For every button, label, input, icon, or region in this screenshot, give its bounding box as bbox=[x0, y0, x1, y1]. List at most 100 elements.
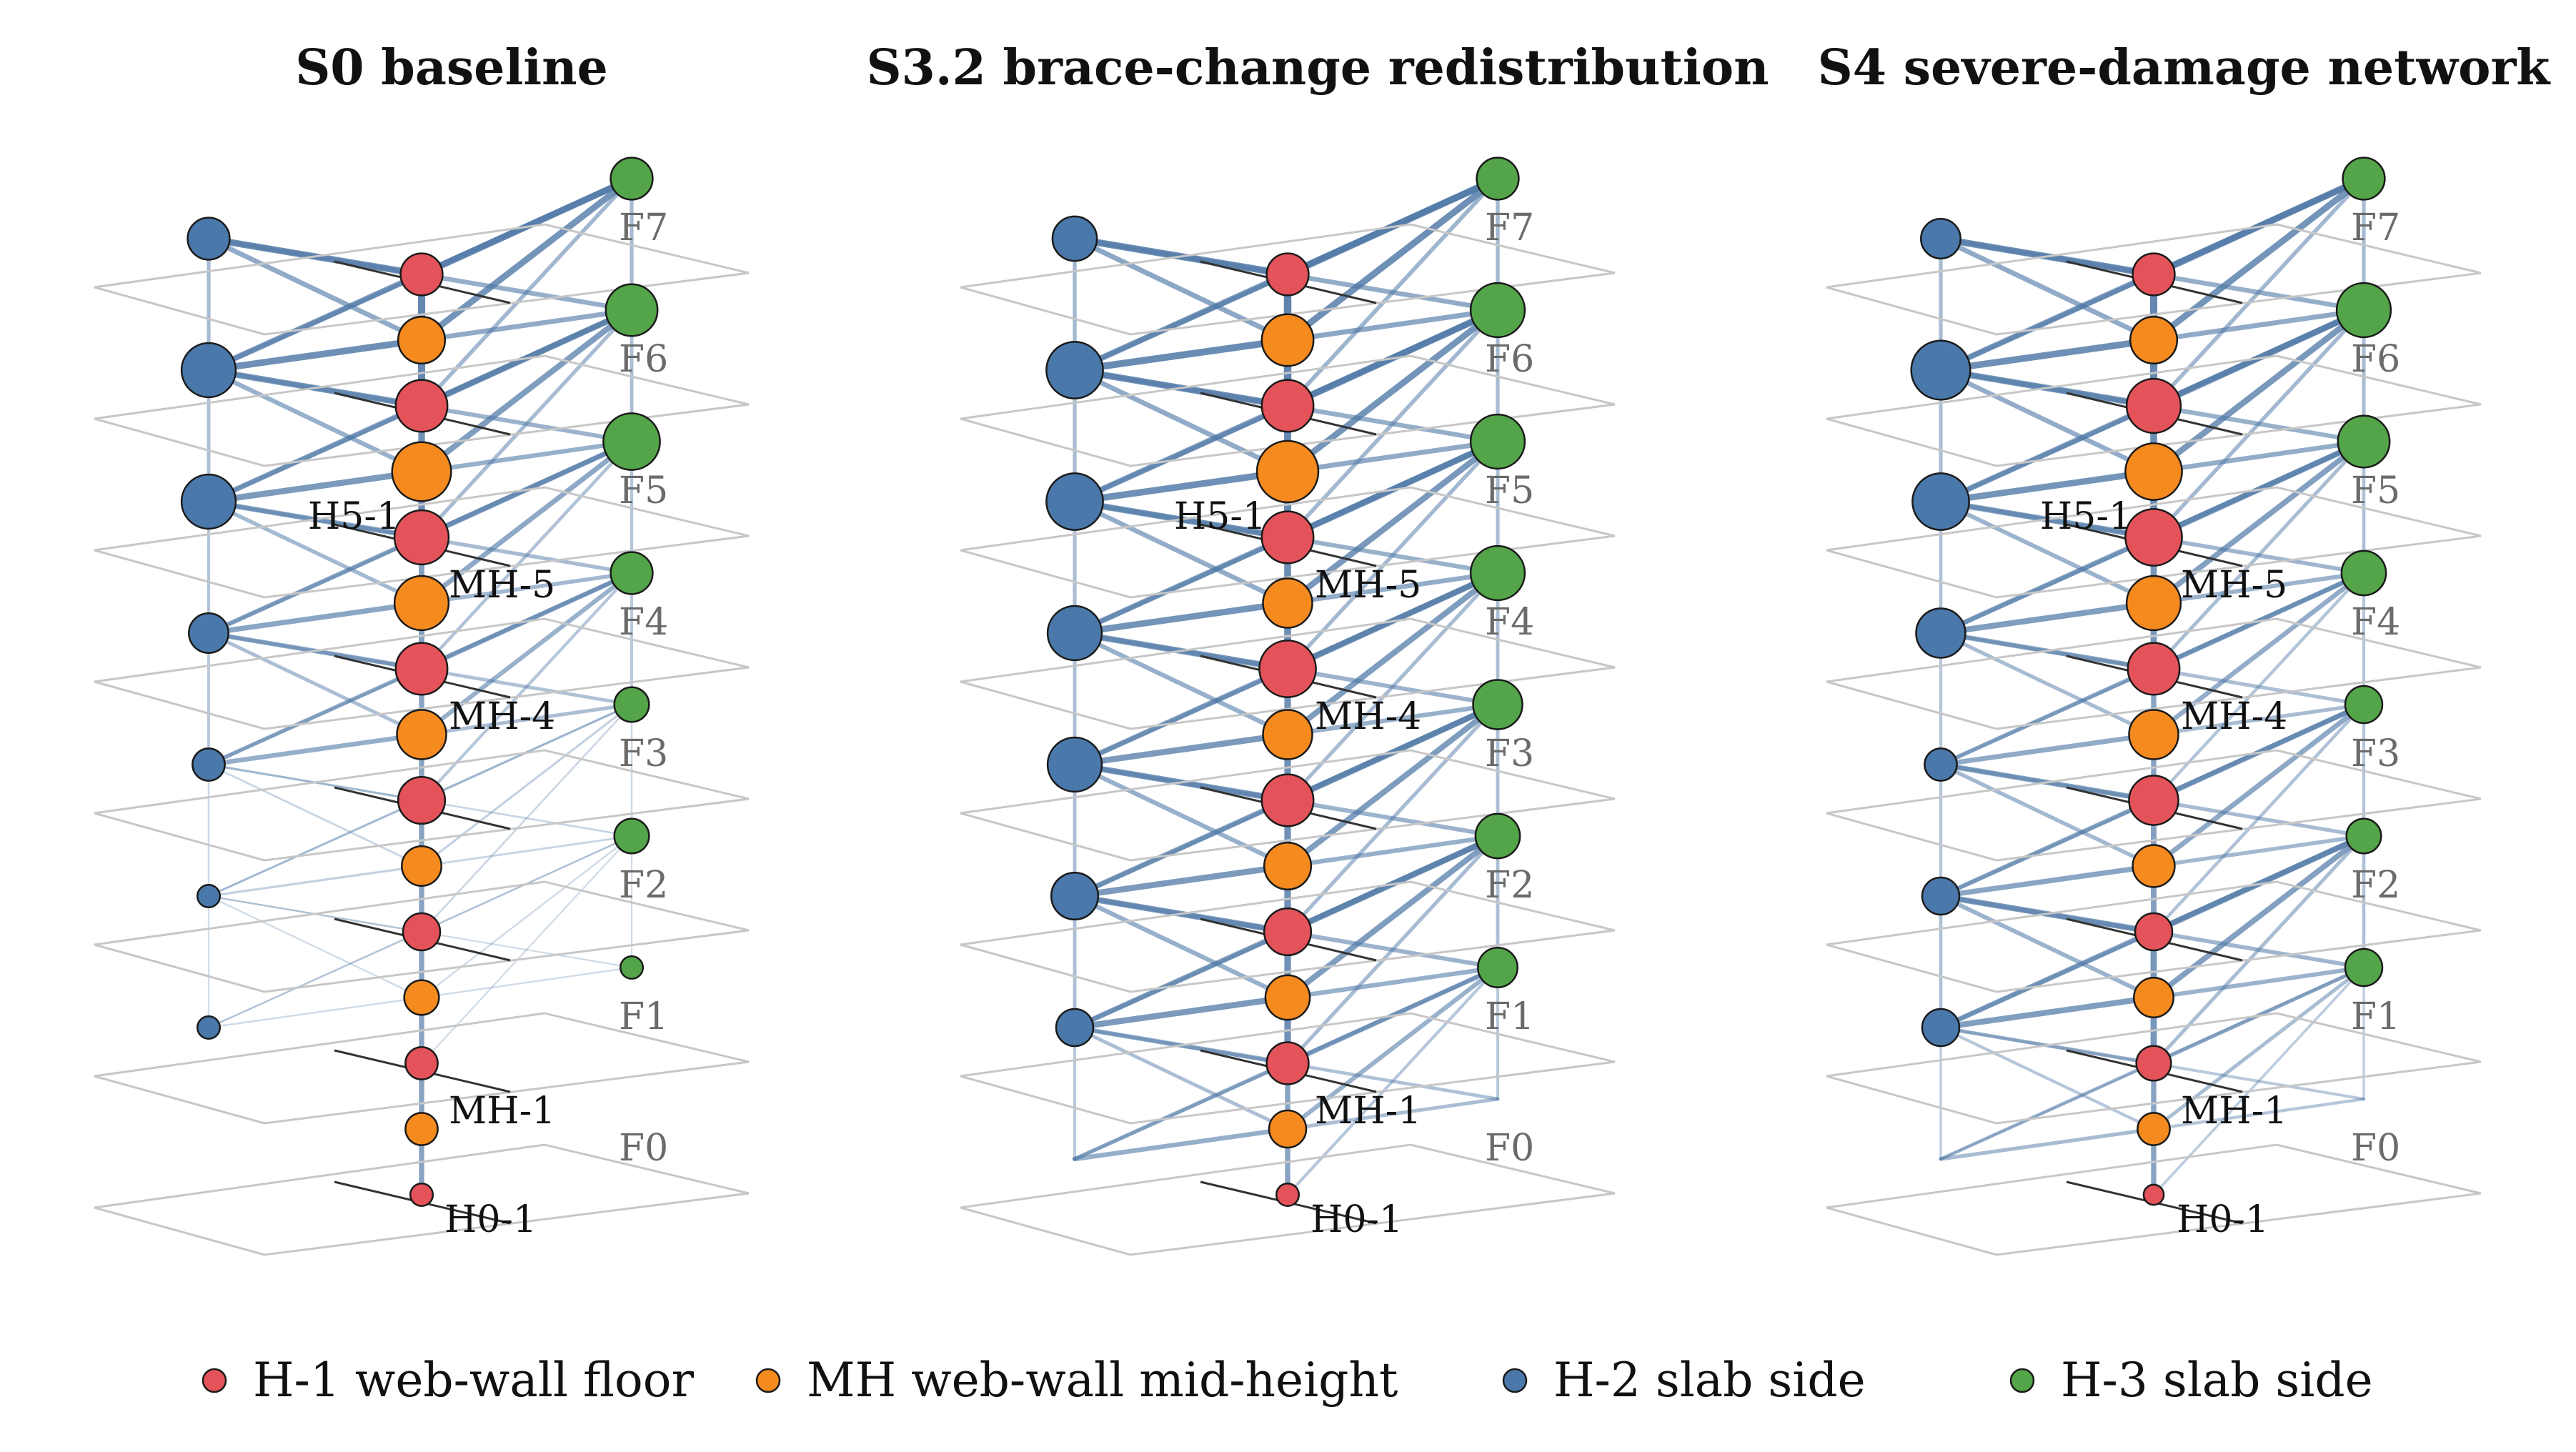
network-edge bbox=[1939, 631, 2156, 737]
floor-plane bbox=[960, 749, 1616, 862]
node-mh bbox=[1262, 709, 1313, 760]
node-h1 bbox=[402, 912, 442, 952]
floor-label: F0 bbox=[619, 1127, 668, 1170]
node-h3 bbox=[2345, 817, 2382, 855]
network-edge bbox=[207, 499, 424, 605]
network-edge bbox=[420, 835, 633, 999]
node-mh bbox=[396, 709, 447, 760]
floor-label: F2 bbox=[1485, 864, 1534, 907]
node-h1 bbox=[404, 1046, 439, 1080]
node-label: MH-4 bbox=[2181, 695, 2287, 738]
node-h2 bbox=[187, 217, 231, 261]
network-edge bbox=[1072, 236, 1291, 343]
network-edge bbox=[2152, 965, 2366, 1000]
node-mh bbox=[1260, 313, 1315, 367]
network-edge bbox=[205, 337, 425, 374]
floor-plane bbox=[1826, 1143, 2482, 1256]
network-edge bbox=[1072, 762, 1291, 869]
network-edge bbox=[1284, 175, 1501, 344]
network-edge bbox=[1939, 930, 2156, 1030]
node-mh bbox=[2129, 315, 2179, 365]
node-h1 bbox=[399, 252, 444, 297]
panel-s4-severe-damage: S4 severe-damage networkF0F1F2F3F4F5F6F7… bbox=[1818, 39, 2551, 1256]
node-h1 bbox=[2134, 912, 2174, 952]
floor-plane bbox=[960, 617, 1616, 730]
floor-label: F0 bbox=[1485, 1127, 1534, 1170]
floor-plane bbox=[94, 617, 750, 730]
legend-label: MH web-wall mid-height bbox=[807, 1353, 1398, 1408]
node-h3 bbox=[1472, 679, 1523, 730]
node-h2 bbox=[1911, 472, 1970, 531]
node-mh bbox=[404, 1112, 439, 1146]
node-h1 bbox=[1260, 773, 1315, 827]
network-edge bbox=[205, 468, 425, 505]
network-edge bbox=[1284, 570, 1501, 738]
node-h2 bbox=[1051, 215, 1098, 262]
node-h2 bbox=[196, 1015, 222, 1040]
network-edge bbox=[206, 367, 424, 474]
floor-label: F6 bbox=[2351, 338, 2400, 381]
node-h3 bbox=[1469, 413, 1526, 470]
node-h3 bbox=[1469, 544, 1526, 602]
network-edge bbox=[2151, 570, 2367, 737]
floor-label: F6 bbox=[619, 338, 668, 381]
network-edge bbox=[1285, 439, 1501, 474]
network-edge bbox=[1072, 1126, 1291, 1162]
network-edge bbox=[1939, 1127, 2156, 1161]
node-h2 bbox=[1921, 876, 1961, 916]
network-edge bbox=[2151, 307, 2367, 343]
network-edge bbox=[206, 600, 424, 636]
node-label: MH-5 bbox=[449, 564, 555, 607]
network-edge bbox=[1073, 798, 1290, 898]
network-edge bbox=[1938, 367, 2157, 474]
panel-s3-2-brace-change: S3.2 brace-change redistributionF0F1F2F3… bbox=[866, 39, 1769, 1256]
network-edge bbox=[207, 799, 423, 897]
floor-label: F0 bbox=[2351, 1127, 2400, 1170]
network-edge bbox=[419, 439, 635, 606]
network-edge bbox=[207, 631, 424, 737]
node-h3 bbox=[2342, 156, 2386, 201]
node-label: MH-4 bbox=[1315, 695, 1421, 738]
network-edge bbox=[2151, 833, 2367, 1000]
floor-plane bbox=[1826, 223, 2482, 336]
network-edge bbox=[1071, 468, 1291, 505]
floor-plane bbox=[94, 354, 750, 467]
node-label: H0-1 bbox=[2177, 1198, 2269, 1241]
network-edge bbox=[1285, 965, 1501, 1132]
node-h2 bbox=[1046, 605, 1103, 662]
node-h2 bbox=[180, 473, 237, 530]
network-edge bbox=[1284, 438, 1501, 607]
node-label: H0-1 bbox=[1311, 1198, 1403, 1241]
node-label: MH-1 bbox=[2181, 1090, 2287, 1133]
network-edge bbox=[1938, 732, 2157, 767]
node-h1 bbox=[394, 642, 449, 696]
network-edge bbox=[1071, 731, 1291, 768]
node-label: H5-1 bbox=[308, 495, 400, 538]
node-h2 bbox=[192, 747, 226, 782]
floor-plane bbox=[1826, 486, 2482, 599]
floor-label: F2 bbox=[2351, 864, 2400, 907]
panel-title: S0 baseline bbox=[295, 39, 608, 96]
node-h2 bbox=[180, 342, 237, 399]
floor-plane bbox=[94, 486, 750, 599]
node-label: MH-1 bbox=[1315, 1090, 1421, 1133]
node-h3 bbox=[2340, 550, 2387, 597]
floor-label: F5 bbox=[619, 469, 668, 512]
floor-label: F4 bbox=[1485, 601, 1534, 644]
floor-label: F1 bbox=[2351, 995, 2400, 1038]
network-edge bbox=[1285, 307, 1501, 343]
legend-label: H-2 slab side bbox=[1553, 1353, 1866, 1408]
floor-label: F6 bbox=[1485, 338, 1534, 381]
network-edge bbox=[1073, 930, 1290, 1030]
network-edge bbox=[1285, 1097, 1500, 1131]
network-edge bbox=[1285, 702, 1501, 737]
network-edge bbox=[2152, 965, 2366, 1131]
network-edge bbox=[207, 996, 423, 1029]
node-mh bbox=[2125, 575, 2182, 632]
node-label: H5-1 bbox=[2040, 495, 2132, 538]
node-h3 bbox=[2344, 685, 2384, 725]
floor-label: F1 bbox=[1485, 995, 1534, 1038]
network-edge bbox=[1072, 893, 1291, 1000]
network-edge bbox=[1939, 1062, 2155, 1160]
network-edge bbox=[207, 763, 423, 867]
